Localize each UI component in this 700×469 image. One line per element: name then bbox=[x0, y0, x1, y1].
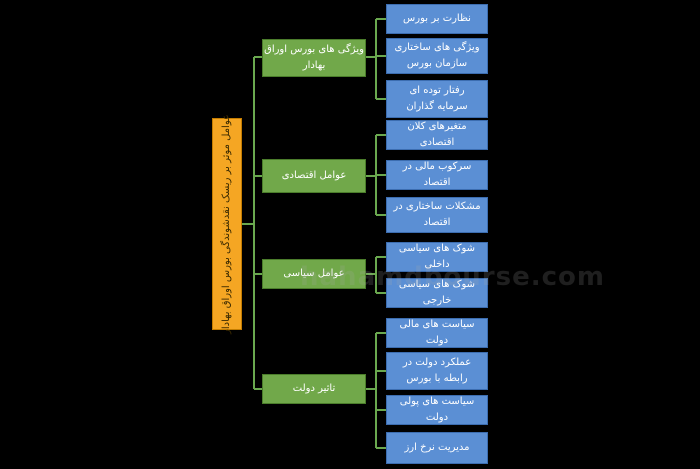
branch-label: عوامل سیاسی bbox=[283, 268, 345, 279]
leaf-node: مدیریت نرخ ارز bbox=[386, 432, 488, 464]
leaf-node: متغیرهای کلان اقتصادی bbox=[386, 120, 488, 150]
branch-label: عوامل اقتصادی bbox=[281, 170, 347, 181]
leaf-node: شوک های سیاسی خارجی bbox=[386, 278, 488, 308]
branch-label: ویژگی های بورس اوراق بهادار bbox=[264, 44, 364, 71]
leaf-node: شوک های سیاسی داخلی bbox=[386, 242, 488, 272]
leaf-node: ویژگی های ساختاری سازمان بورس bbox=[386, 38, 488, 74]
leaf-node: نظارت بر بورس bbox=[386, 4, 488, 34]
root-label: عوامل موثر بر ریسک نقدشوندگی بورس اوراق … bbox=[220, 114, 232, 334]
leaf-node: سیاست های مالی دولت bbox=[386, 318, 488, 348]
branch-node-political: عوامل سیاسی bbox=[262, 259, 366, 289]
branch-node-stock-exchange: ویژگی های بورس اوراق بهادار bbox=[262, 39, 366, 77]
branch-label: تاثیر دولت bbox=[292, 383, 336, 394]
leaf-node: مشکلات ساختاری در اقتصاد bbox=[386, 197, 488, 233]
branch-node-economic: عوامل اقتصادی bbox=[262, 159, 366, 193]
leaf-node: عملکرد دولت در رابطه با بورس bbox=[386, 352, 488, 390]
leaf-node: رفتار توده ای سرمایه گذاران bbox=[386, 80, 488, 118]
leaf-node: سیاست های پولی دولت bbox=[386, 395, 488, 425]
leaf-node: سرکوب مالی در اقتصاد bbox=[386, 160, 488, 190]
watermark: hahamdbourse.com bbox=[300, 262, 605, 292]
root-node: عوامل موثر بر ریسک نقدشوندگی بورس اوراق … bbox=[212, 114, 242, 334]
branch-node-government: تاثیر دولت bbox=[262, 374, 366, 404]
